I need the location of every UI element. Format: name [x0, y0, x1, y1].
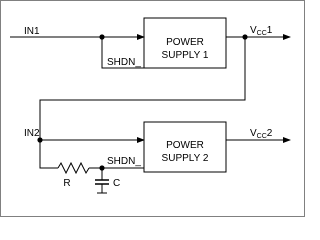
vcc1-label: VCC1 — [250, 25, 273, 37]
power-supply-2-label-line2: SUPPLY 2 — [162, 153, 209, 164]
power-supply-1-label-line2: SUPPLY 1 — [162, 50, 209, 61]
power-supply-2-label-line1: POWER — [166, 140, 204, 151]
vcc1-to-in2-wire — [39, 37, 246, 143]
power-supply-1-block — [143, 17, 227, 69]
shdn1-label: SHDN_ — [107, 57, 141, 68]
shdn1-wire — [101, 37, 144, 69]
power-supply-2-block — [143, 121, 227, 173]
vcc2-label: VCC2 — [250, 128, 273, 140]
power-supply-1-label-line1: POWER — [166, 37, 204, 48]
in2-label: IN2 — [24, 128, 40, 139]
schematic-diagram: POWER SUPPLY 1 IN1 SHDN_ VCC1 IN2 POWER … — [0, 0, 305, 217]
capacitor-label: C — [113, 178, 120, 189]
diagram-frame — [0, 0, 305, 217]
rc-input-wire — [39, 140, 58, 169]
shdn2-label: SHDN_ — [107, 156, 141, 167]
in1-label: IN1 — [24, 26, 40, 37]
resistor-symbol — [57, 161, 90, 175]
schematic-canvas: POWER SUPPLY 1 IN1 SHDN_ VCC1 IN2 POWER … — [0, 0, 305, 217]
resistor-label: R — [63, 178, 70, 189]
